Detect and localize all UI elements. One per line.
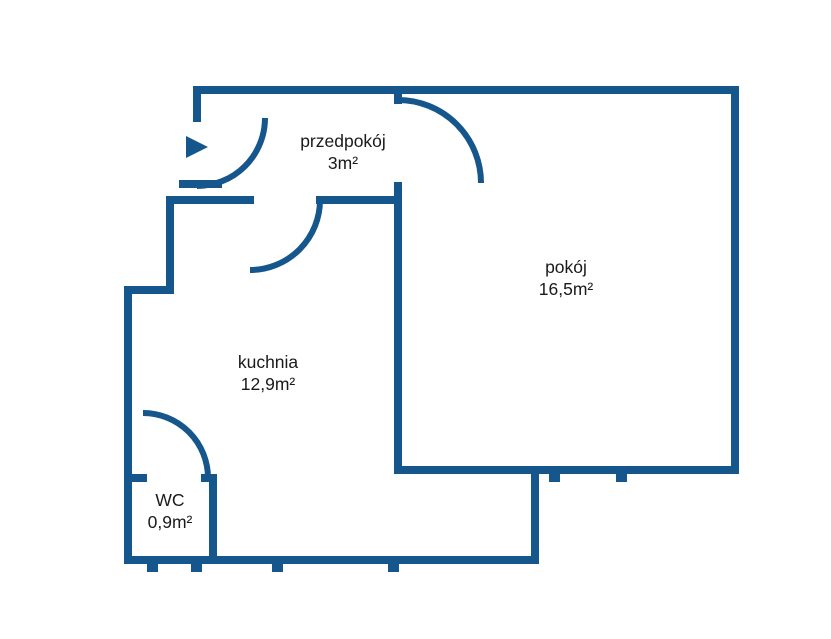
kuchnia-left-and-bottom-walls — [124, 196, 539, 564]
wall-mark — [616, 471, 627, 482]
marks-group — [147, 136, 627, 572]
wall-mark — [272, 561, 283, 572]
wc-right-wall — [201, 474, 217, 564]
wall-mark — [388, 561, 399, 572]
room-name: WC — [155, 490, 185, 510]
room-area: 16,5m² — [538, 279, 594, 299]
room-label-wc: WC 0,9m² — [148, 489, 193, 533]
kuchnia-door-arc — [249, 199, 323, 273]
entrance-door-arc — [196, 117, 268, 189]
room-label-przedpokoj: przedpokój 3m² — [300, 130, 386, 174]
room-area: 0,9m² — [147, 512, 193, 532]
wall-mark — [147, 561, 158, 572]
pokoj-door-arc — [397, 97, 484, 184]
entrance-arrow-icon — [186, 136, 208, 158]
room-label-kuchnia: kuchnia 12,9m² — [238, 351, 298, 395]
wall-mark — [191, 561, 202, 572]
room-area: 12,9m² — [240, 374, 296, 394]
wall-mark — [549, 471, 560, 482]
room-label-pokoj: pokój 16,5m² — [539, 256, 593, 300]
room-name: pokój — [545, 257, 587, 277]
room-name: kuchnia — [237, 352, 299, 372]
outer-walls — [193, 86, 739, 474]
walls-group — [124, 86, 739, 564]
wc-door-arc — [142, 410, 211, 479]
room-name: przedpokój — [300, 131, 386, 151]
room-area: 3m² — [327, 153, 359, 173]
door-arcs-group — [142, 97, 484, 479]
